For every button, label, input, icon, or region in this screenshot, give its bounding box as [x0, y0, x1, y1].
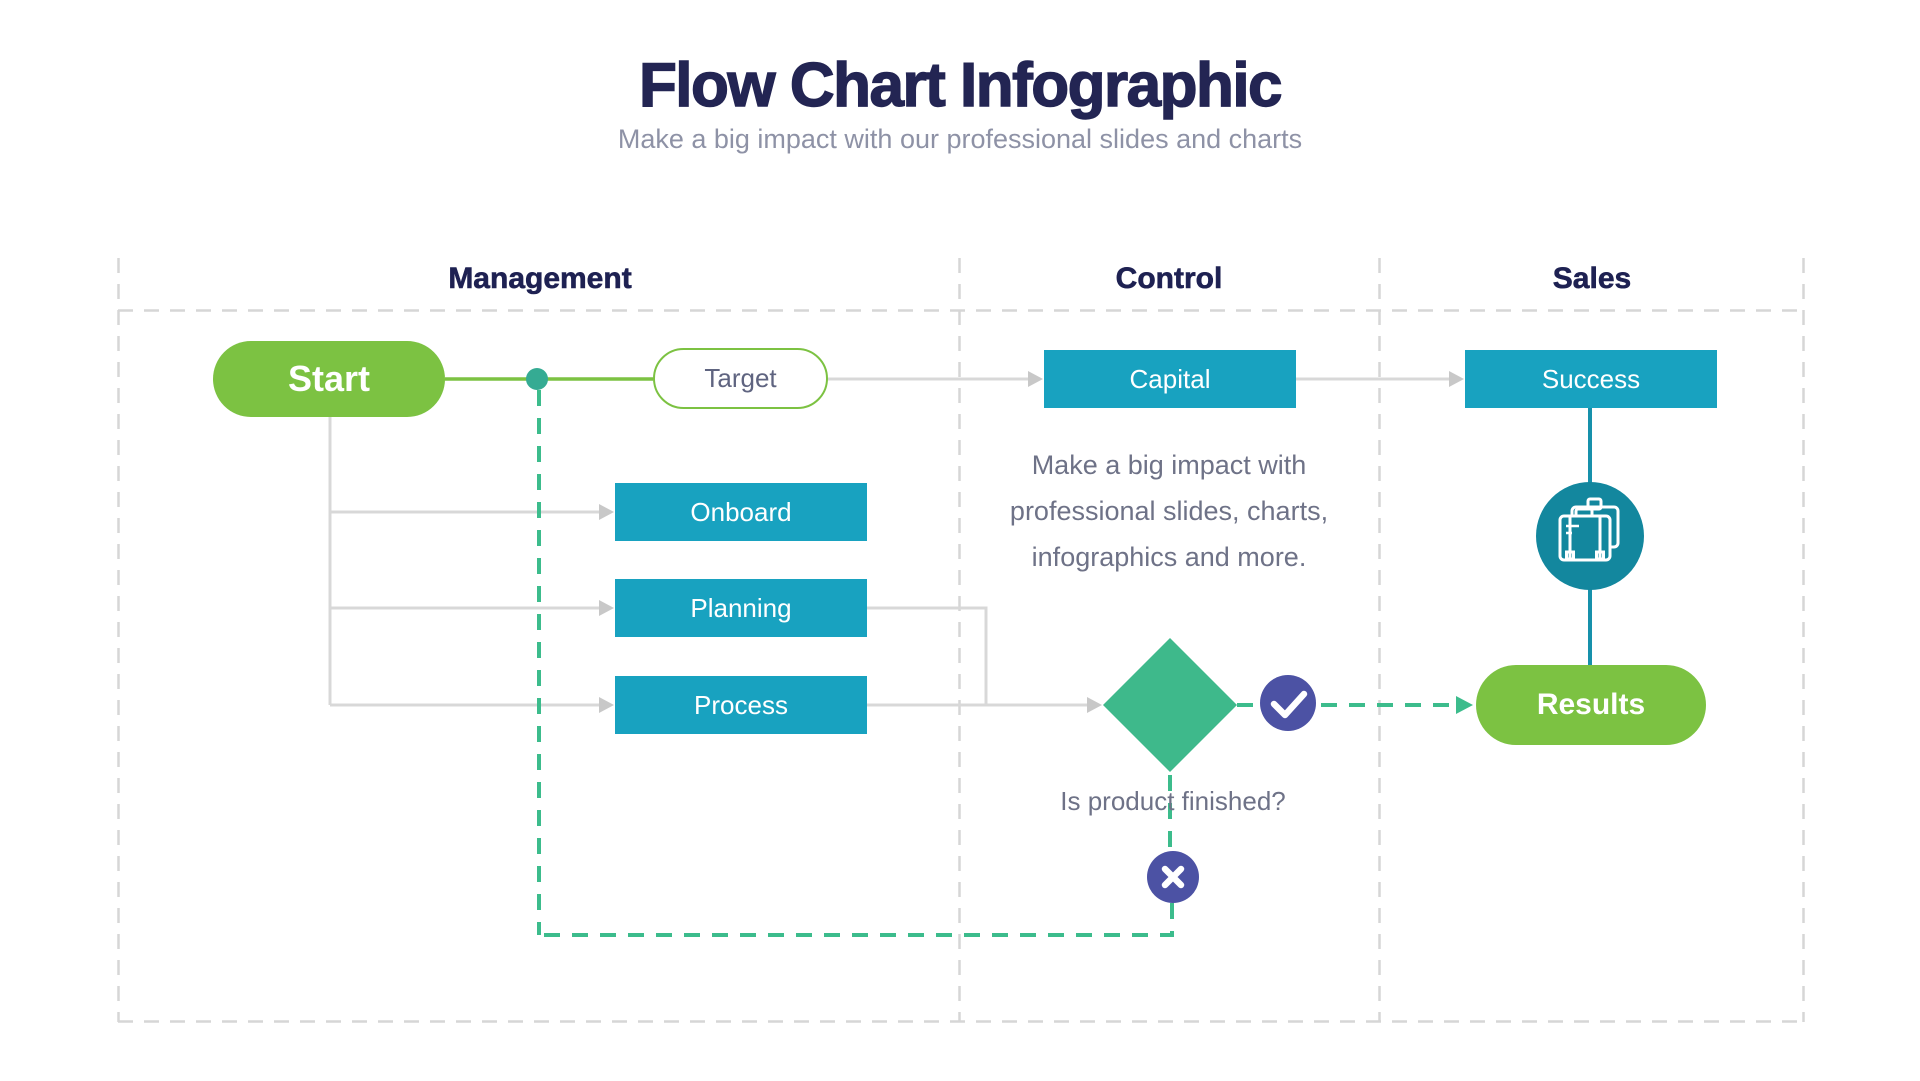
x-glyph	[1161, 865, 1185, 889]
column-header-control: Control	[1115, 262, 1223, 296]
node-planning: Planning	[615, 579, 867, 637]
node-capital: Capital	[1044, 350, 1296, 408]
gray-connectors	[328, 377, 1449, 707]
arrowhead-into-process	[599, 697, 614, 713]
arrowhead-into-success	[1449, 371, 1464, 387]
dashed-frame	[117, 258, 1805, 1023]
arrowhead-into-capital	[1028, 371, 1043, 387]
node-start: Start	[213, 341, 445, 417]
check-circle-icon	[1260, 675, 1316, 731]
check-circle-bg	[1260, 675, 1316, 731]
arrowhead-into-diamond	[1087, 697, 1102, 713]
connector-dot	[526, 368, 548, 390]
dashed-loop-bottom	[539, 903, 1174, 937]
description-text: Make a big impact with professional slid…	[1009, 450, 1329, 572]
decision-question: Is product finished?	[1060, 786, 1286, 816]
node-process: Process	[615, 676, 867, 734]
node-onboard: Onboard	[615, 483, 867, 541]
arrowhead-into-onboard	[599, 504, 614, 520]
page-subtitle: Make a big impact with our professional …	[617, 124, 1303, 154]
x-circle-icon	[1147, 851, 1199, 903]
check-glyph	[1270, 690, 1308, 719]
page-title: Flow Chart Infographic	[638, 50, 1283, 120]
arrowhead-into-results	[1456, 696, 1473, 714]
arrowhead-into-planning	[599, 600, 614, 616]
column-header-sales: Sales	[1552, 262, 1632, 296]
briefcase-icon	[1536, 482, 1644, 590]
briefcase-glyph	[1558, 497, 1620, 562]
decision-diamond	[1103, 638, 1237, 772]
node-target: Target	[653, 348, 828, 409]
node-results: Results	[1476, 665, 1706, 745]
gray-arrowheads	[599, 371, 1464, 713]
connector-planning-merge	[867, 606, 988, 705]
column-header-management: Management	[448, 262, 632, 296]
node-success: Success	[1465, 350, 1717, 408]
